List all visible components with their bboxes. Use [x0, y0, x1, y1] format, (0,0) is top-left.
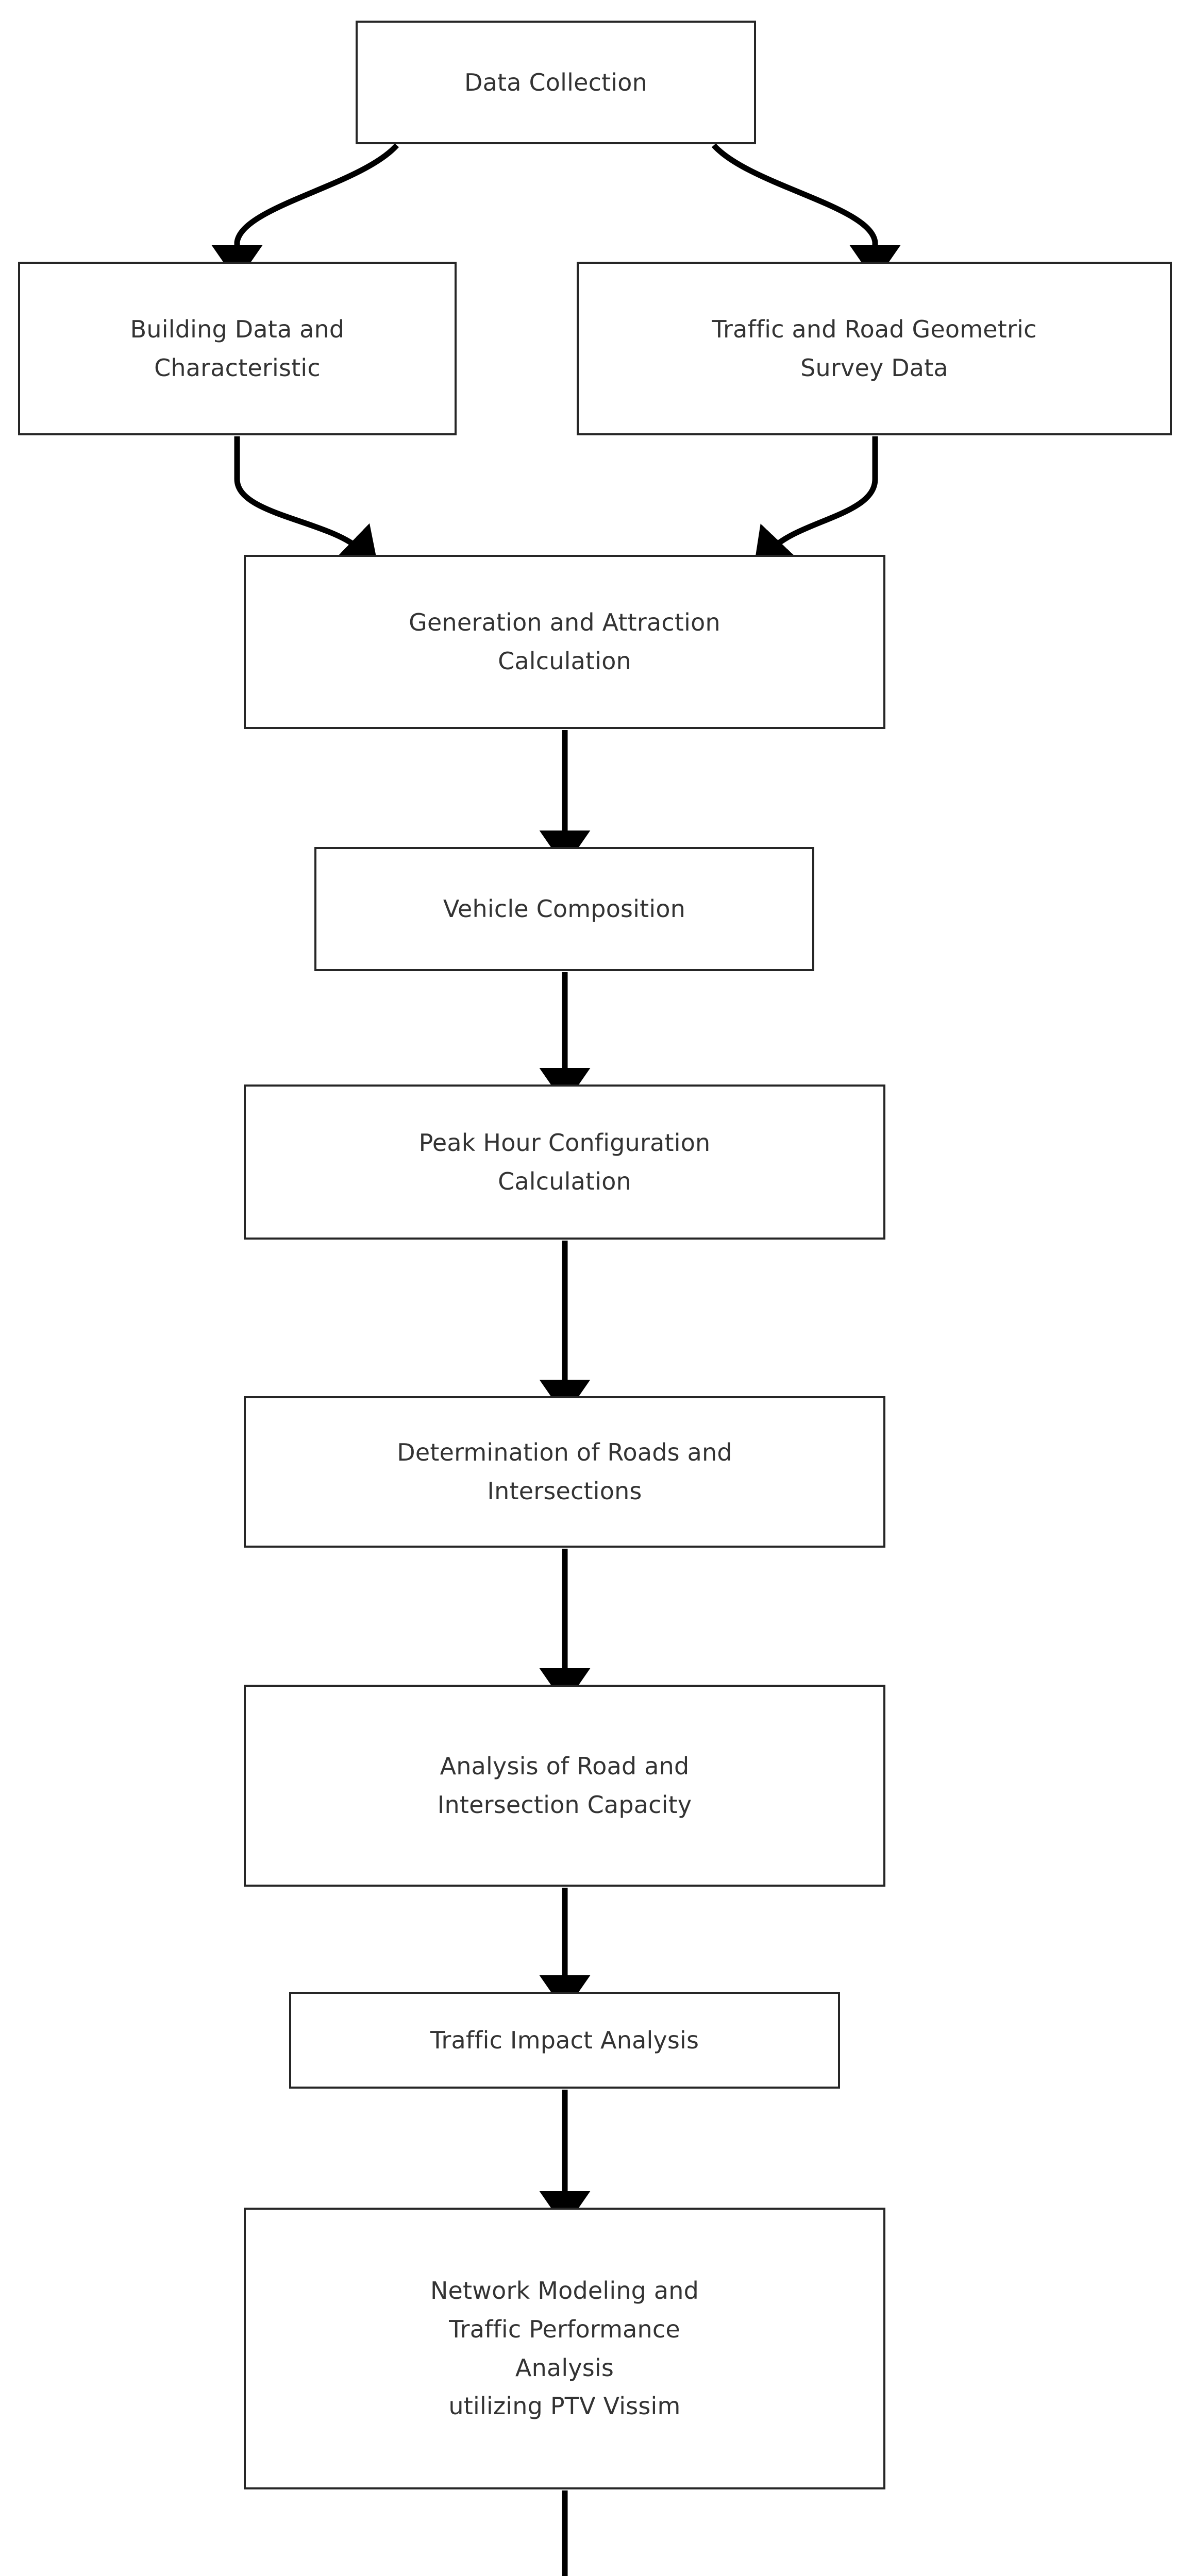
node-building-data[interactable]: Building Data and Characteristic	[18, 262, 457, 435]
node-peak-hour[interactable]: Peak Hour Configuration Calculation	[244, 1084, 885, 1240]
node-data-collection[interactable]: Data Collection	[356, 21, 756, 144]
node-determination-roads[interactable]: Determination of Roads and Intersections	[244, 1396, 885, 1548]
node-traffic-survey[interactable]: Traffic and Road Geometric Survey Data	[577, 262, 1172, 435]
node-label-traffic-survey: Traffic and Road Geometric Survey Data	[712, 315, 1037, 382]
edge-data-collection-to-building-data	[211, 143, 399, 282]
node-label-determination-roads: Determination of Roads and Intersections	[397, 1438, 732, 1505]
edge-traffic-survey-to-generation-attraction	[753, 436, 878, 568]
node-network-modeling[interactable]: Network Modeling and Traffic Performance…	[244, 2208, 885, 2489]
node-traffic-impact[interactable]: Traffic Impact Analysis	[289, 1992, 840, 2089]
node-label-traffic-impact: Traffic Impact Analysis	[430, 2026, 699, 2054]
edge-building-data-to-generation-attraction	[234, 436, 379, 567]
node-vehicle-composition[interactable]: Vehicle Composition	[314, 847, 814, 971]
node-label-peak-hour: Peak Hour Configuration Calculation	[418, 1128, 711, 1195]
node-label-network-modeling: Network Modeling and Traffic Performance…	[430, 2277, 699, 2420]
node-generation-attraction[interactable]: Generation and Attraction Calculation	[244, 555, 885, 729]
node-label-vehicle-composition: Vehicle Composition	[443, 895, 686, 923]
node-label-data-collection: Data Collection	[464, 68, 647, 96]
node-capacity-analysis[interactable]: Analysis of Road and Intersection Capaci…	[244, 1685, 885, 1887]
node-label-building-data: Building Data and Characteristic	[130, 315, 345, 382]
node-label-generation-attraction: Generation and Attraction Calculation	[409, 608, 720, 675]
node-label-capacity-analysis: Analysis of Road and Intersection Capaci…	[437, 1752, 692, 1819]
edge-data-collection-to-traffic-survey	[711, 143, 901, 282]
